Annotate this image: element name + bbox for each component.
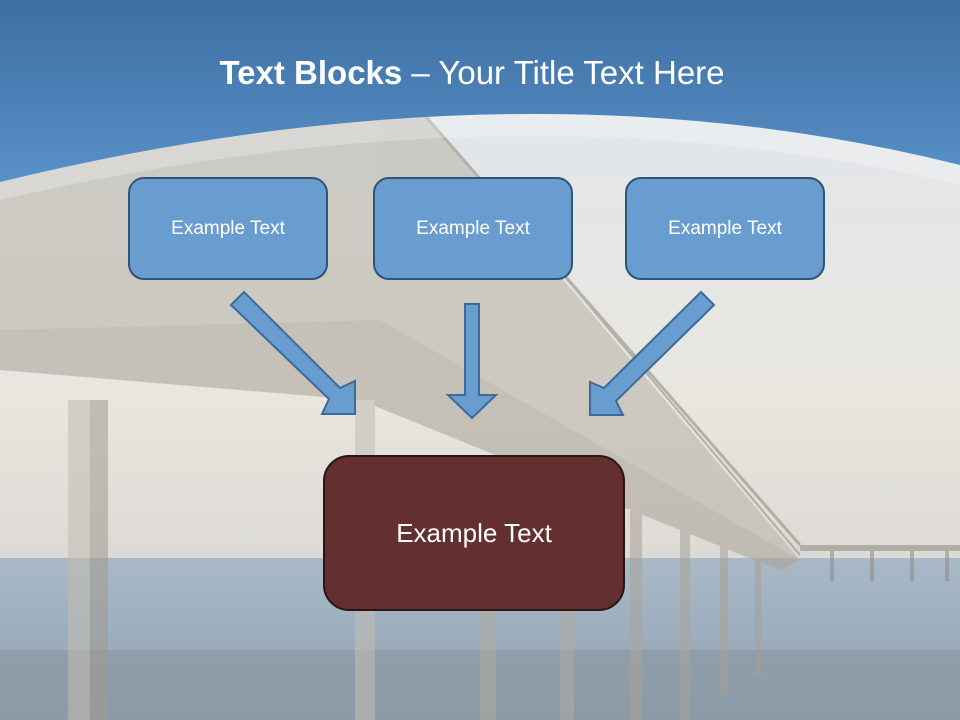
top-box-1[interactable]: Example Text [128, 177, 328, 280]
top-box-3-label: Example Text [668, 217, 782, 239]
bottom-box-label: Example Text [396, 517, 552, 548]
title-bold: Text Blocks [219, 54, 403, 91]
title-rest: – Your Title Text Here [402, 54, 725, 91]
top-box-2-label: Example Text [416, 217, 530, 239]
top-box-1-label: Example Text [171, 217, 285, 239]
page-title: Text Blocks – Your Title Text Here [0, 54, 944, 92]
top-box-3[interactable]: Example Text [625, 177, 825, 280]
top-box-2[interactable]: Example Text [373, 177, 573, 280]
bottom-box[interactable]: Example Text [323, 455, 625, 611]
